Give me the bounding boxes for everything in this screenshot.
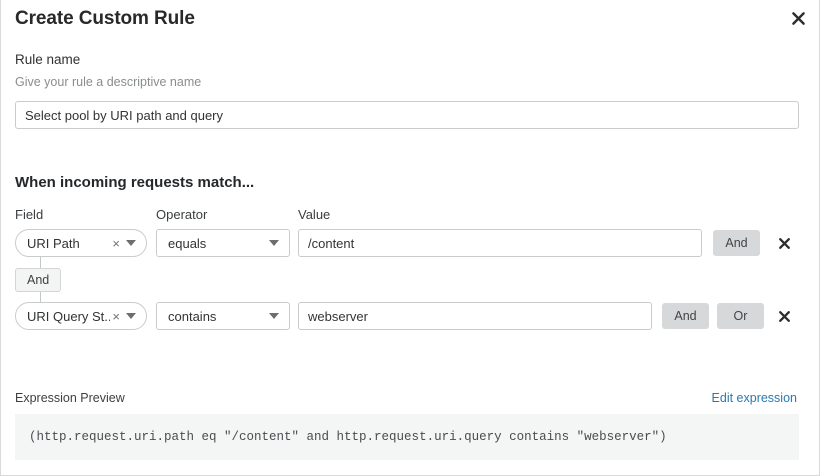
condition-value-input-1[interactable]: [298, 229, 702, 257]
column-header-operator: Operator: [156, 207, 208, 222]
connector-line-bottom: [40, 292, 41, 303]
close-icon: [778, 310, 790, 322]
rule-name-sublabel: Give your rule a descriptive name: [15, 75, 202, 89]
rule-name-label: Rule name: [15, 52, 81, 67]
column-header-value: Value: [298, 207, 331, 222]
condition-delete-button-1[interactable]: [775, 234, 793, 252]
condition-or-button-2[interactable]: Or: [717, 303, 764, 329]
conditions-heading: When incoming requests match...: [15, 174, 255, 191]
connector-line-top: [40, 257, 41, 269]
condition-operator-value-2: contains: [168, 308, 217, 324]
condition-operator-select-1[interactable]: equals: [156, 229, 290, 257]
condition-and-button-2[interactable]: And: [662, 303, 709, 329]
condition-field-select-1[interactable]: URI Path ×: [15, 229, 147, 257]
expression-preview-label: Expression Preview: [15, 391, 125, 405]
condition-field-select-2[interactable]: URI Query St... ×: [15, 302, 147, 330]
condition-operator-value-1: equals: [168, 235, 207, 251]
close-icon: [778, 237, 790, 249]
close-icon: [791, 11, 805, 25]
expression-preview-box: (http.request.uri.path eq "/content" and…: [15, 414, 799, 460]
chevron-down-icon[interactable]: [269, 240, 279, 246]
clear-icon[interactable]: ×: [112, 235, 120, 251]
expression-preview-text: (http.request.uri.path eq "/content" and…: [29, 430, 667, 444]
condition-field-value-2: URI Query St...: [27, 308, 111, 324]
chevron-down-icon[interactable]: [126, 313, 136, 319]
column-header-field: Field: [15, 207, 44, 222]
rule-name-input[interactable]: [15, 101, 799, 129]
condition-field-value-1: URI Path: [27, 235, 80, 251]
condition-operator-select-2[interactable]: contains: [156, 302, 290, 330]
clear-icon[interactable]: ×: [112, 308, 120, 324]
chevron-down-icon[interactable]: [269, 313, 279, 319]
chevron-down-icon[interactable]: [126, 240, 136, 246]
close-modal-button[interactable]: [786, 6, 810, 30]
condition-value-input-2[interactable]: [298, 302, 652, 330]
connector-and-badge[interactable]: And: [15, 268, 62, 292]
edit-expression-link[interactable]: Edit expression: [711, 391, 797, 405]
page-title: Create Custom Rule: [15, 8, 195, 29]
condition-delete-button-2[interactable]: [775, 307, 793, 325]
condition-and-button-1[interactable]: And: [713, 230, 760, 256]
